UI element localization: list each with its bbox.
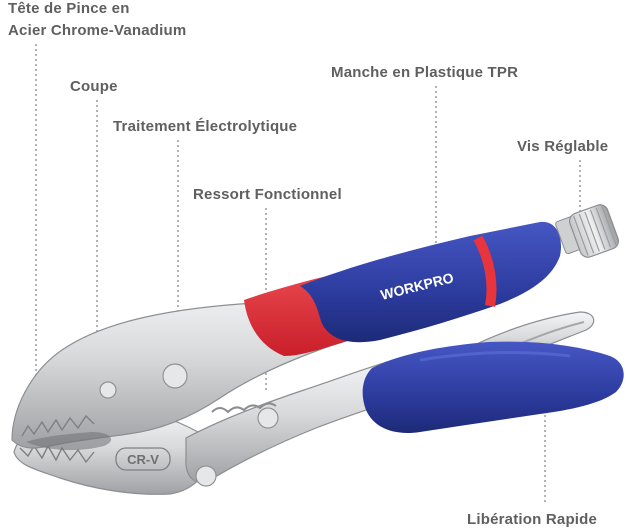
callout-cutter: Coupe (70, 78, 118, 95)
rivets (99, 363, 279, 487)
jaw-opening (26, 432, 112, 451)
callout-release: Libération Rapide (467, 511, 598, 528)
upper-grip-blue (300, 221, 562, 343)
callout-jaw-line1: Tête de Pince en (8, 0, 130, 17)
callout-screw: Vis Réglable (517, 138, 609, 155)
callout-plating: Traitement Électrolytique (113, 118, 298, 135)
callout-handle: Manche en Plastique TPR (331, 64, 519, 81)
steel-mark: CR-V (127, 452, 159, 467)
crv-stamp: CR-V (115, 447, 171, 471)
callout-spring: Ressort Fonctionnel (193, 186, 342, 203)
spring (211, 402, 277, 414)
lower-grip-blue (362, 341, 624, 434)
lower-jaw-teeth (19, 444, 95, 464)
adjusting-screw (555, 204, 620, 258)
callout-jaw-line2: Acier Chrome-Vanadium (8, 22, 187, 39)
upper-jaw-teeth (21, 414, 95, 437)
